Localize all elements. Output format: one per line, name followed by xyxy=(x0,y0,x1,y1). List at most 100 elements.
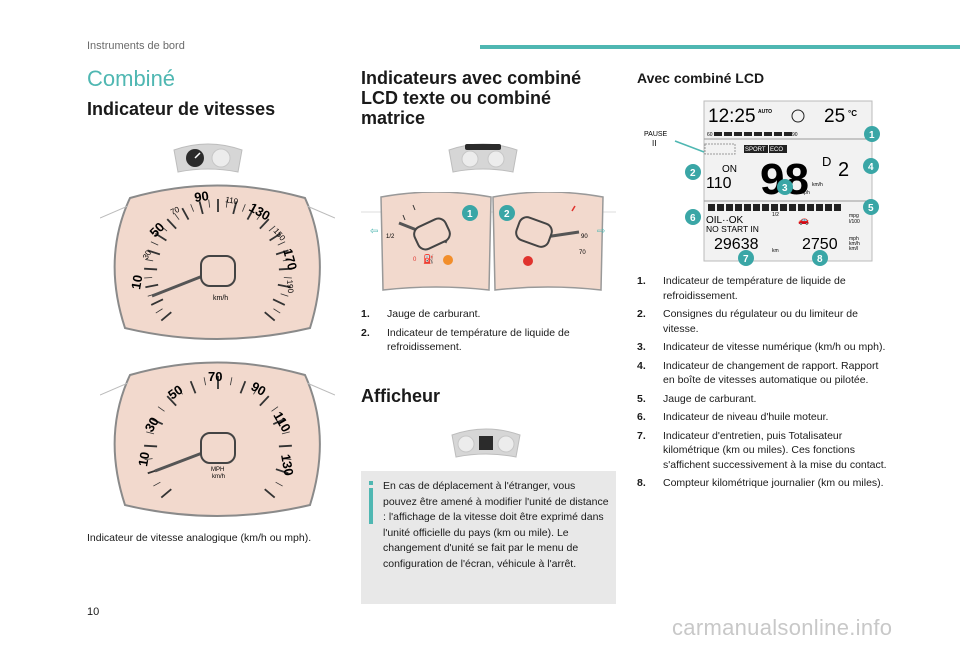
lcd-temp-unit: °C xyxy=(848,109,857,118)
dial-tick xyxy=(150,298,164,306)
lcd-gear: D xyxy=(822,154,831,169)
lcd-segment xyxy=(726,204,733,211)
dial-tick xyxy=(177,387,183,395)
badge-2: 2 xyxy=(690,168,696,179)
dial-tick xyxy=(273,308,281,314)
dial-tick xyxy=(246,207,255,221)
tick-label: 190 xyxy=(285,279,295,294)
lcd-legend: 1.Indicateur de température de liquide d… xyxy=(637,274,892,495)
speedometer-kmh: 10 30 50 70 90 110 130 150 170 190 km/h xyxy=(100,184,335,340)
lcd-unit-mpg: mpg xyxy=(849,213,859,219)
lcd-temp: 25 xyxy=(824,106,845,127)
lcd-segment xyxy=(834,204,841,211)
lcd-scale-90: 90 xyxy=(792,132,798,138)
header-rule xyxy=(480,45,960,49)
dial-tick xyxy=(157,406,165,412)
list-item: 2.Consignes du régulateur ou du limiteur… xyxy=(637,308,858,335)
lcd-display: 12:25 AUTO 25 °C 60 90 PAUSE II SPORT EC… xyxy=(644,100,880,266)
lcd-unit-kmh: km/h xyxy=(849,241,860,247)
list-item: 2. Indicateur de température de liquide … xyxy=(361,326,570,354)
dial-tick xyxy=(283,277,292,279)
page-number: 10 xyxy=(87,606,100,618)
dial-tick xyxy=(271,406,279,412)
lcd-segment xyxy=(784,132,792,136)
lcd-on: ON xyxy=(722,164,737,175)
lcd-segment xyxy=(724,132,732,136)
lcd-segment xyxy=(789,204,796,211)
section-title: Combiné xyxy=(87,66,176,91)
dial-tick xyxy=(225,199,228,208)
lcd-sport: SPORT xyxy=(745,147,766,153)
lcd-segment xyxy=(744,204,751,211)
tick-label: 10 xyxy=(128,274,145,291)
dial-tick xyxy=(150,241,159,246)
badge-8: 8 xyxy=(817,254,823,265)
fuel-temp-gauges: ⇦ ⇨ 1/2 0 ⛽ 90 70 1 2 xyxy=(361,192,616,291)
lcd-segment xyxy=(762,204,769,211)
lcd-gear-num: 2 xyxy=(838,159,849,181)
dial-tick xyxy=(144,444,158,448)
list-item: 1. Jauge de carburant. xyxy=(361,308,481,320)
list-item: 6.Indicateur de niveau d'huile moteur. xyxy=(637,411,829,423)
lcd-segment xyxy=(774,132,782,136)
speedometer-mph: 10 30 50 70 90 110 130 MPH km/h xyxy=(100,361,335,517)
lcd-time: 12:25 xyxy=(708,106,756,127)
dial-tick xyxy=(277,283,291,289)
tick-label: 70 xyxy=(208,369,222,384)
badge-7: 7 xyxy=(743,254,749,265)
dial-tick xyxy=(144,458,153,461)
dial-tick xyxy=(283,458,292,461)
dial-tick xyxy=(259,395,270,407)
badge-2: 2 xyxy=(504,209,510,220)
dial-tick xyxy=(241,204,246,212)
dial-tick xyxy=(275,481,283,487)
lcd-segment xyxy=(780,204,787,211)
badge-4: 4 xyxy=(868,162,874,173)
lcd-segment xyxy=(816,204,823,211)
dial-tick xyxy=(272,298,286,306)
dial-tick xyxy=(268,225,276,232)
badge-5: 5 xyxy=(868,203,874,214)
list-item: 1.Indicateur de température de liquide d… xyxy=(637,275,846,302)
dial-tick xyxy=(198,201,204,215)
dial-tick xyxy=(264,488,276,499)
gauges-heading-line: Indicateurs avec combiné xyxy=(361,68,582,88)
svg-text:⇦: ⇦ xyxy=(370,226,378,237)
dial-tick xyxy=(181,207,190,221)
lcd-pause: PAUSE xyxy=(644,131,668,138)
dial-tick xyxy=(230,377,233,386)
tick-label: 110 xyxy=(225,195,240,206)
afficheur-heading: Afficheur xyxy=(361,386,441,406)
dial-tick xyxy=(253,387,259,395)
dial-tick xyxy=(154,232,167,242)
dial-tick xyxy=(275,468,289,475)
lcd-segment xyxy=(754,132,762,136)
lcd-auto: AUTO xyxy=(758,109,772,115)
speed-unit-mph: MPH xyxy=(211,467,224,473)
dial-tick xyxy=(160,225,168,232)
speed-unit-kmh: km/h xyxy=(212,474,225,480)
dial-tick xyxy=(280,293,289,297)
temp-70: 70 xyxy=(579,250,586,256)
speedometer-heading: Indicateur de vitesses xyxy=(87,99,276,119)
dial-tick xyxy=(259,218,270,230)
lcd-segment xyxy=(807,204,814,211)
dial-tick xyxy=(278,267,292,271)
dial-tick xyxy=(278,444,292,448)
dial-tick xyxy=(190,204,195,212)
list-item: 4.Indicateur de changement de rapport. R… xyxy=(637,359,879,387)
list-item: 3.Indicateur de vitesse numérique (km/h … xyxy=(637,341,886,353)
lcd-odo: 29638 xyxy=(714,236,759,253)
lcd-speed-unit: km/h xyxy=(812,182,823,188)
cluster-icon-speedo xyxy=(173,143,243,173)
dial-tick xyxy=(269,232,282,242)
cluster-icon-gauges xyxy=(448,143,518,173)
lcd-segment xyxy=(714,132,722,136)
tick-label: 90 xyxy=(193,188,209,205)
lcd-segment xyxy=(825,204,832,211)
gauges-legend: 1. Jauge de carburant. 2. Indicateur de … xyxy=(361,307,616,359)
dial-tick xyxy=(147,249,161,256)
watermark: carmanualsonline.info xyxy=(672,615,893,640)
lcd-eco: ECO xyxy=(770,147,783,153)
dial-tick xyxy=(256,212,262,220)
